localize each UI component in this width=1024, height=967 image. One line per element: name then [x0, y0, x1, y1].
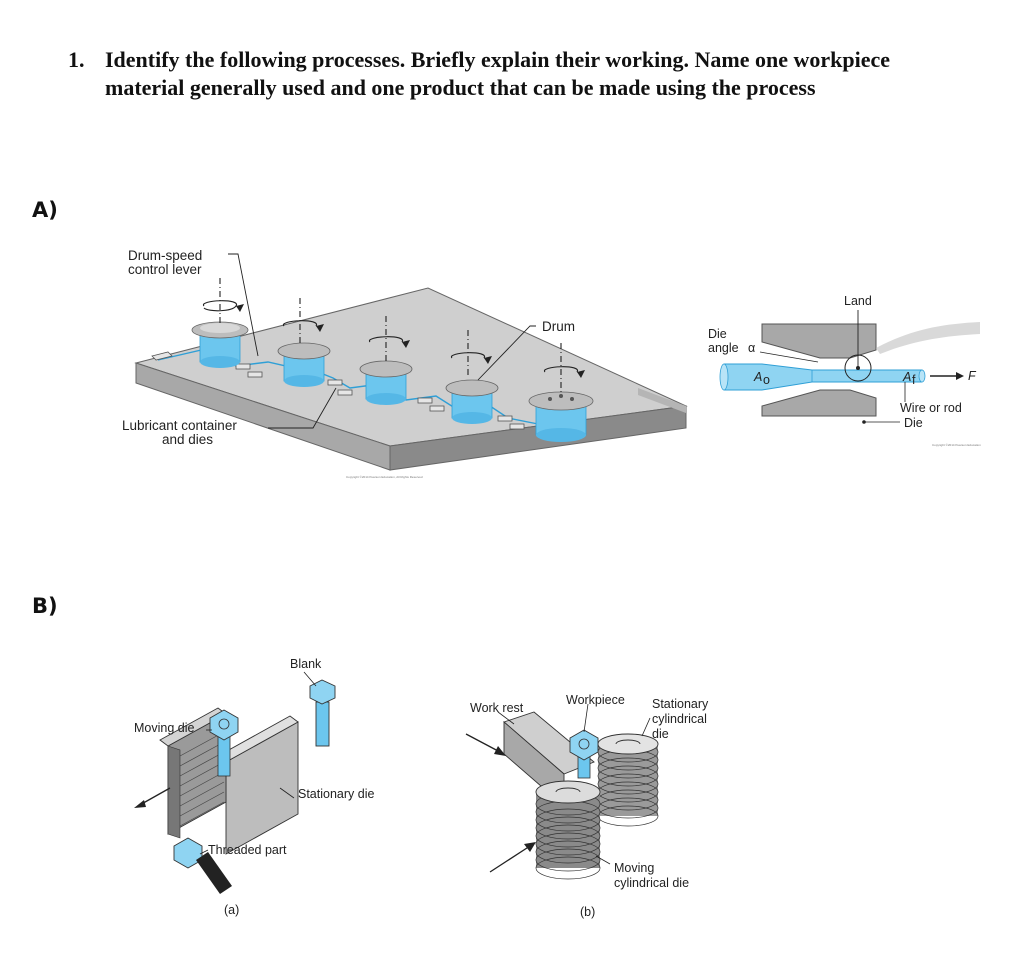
caption-b: (b) [580, 905, 595, 919]
stationary-cyl-die-label-2: cylindrical [652, 712, 707, 726]
die-angle-alpha: α [748, 341, 755, 355]
cylindrical-die-thread-rolling-figure: Work rest Workpiece Stationary cylindric… [465, 693, 709, 919]
question-text: Identify the following processes. Briefl… [105, 47, 891, 100]
moving-die-label: Moving die [134, 721, 194, 735]
af-label: A [902, 370, 911, 384]
drum-1 [191, 321, 249, 368]
lubricant-label-1: Lubricant container [122, 418, 237, 433]
section-b-label: B) [32, 594, 58, 618]
drum-3 [359, 360, 413, 405]
threaded-part-label: Threaded part [208, 843, 287, 857]
land-label: Land [844, 294, 872, 308]
stationary-cyl-die-label-3: die [652, 727, 669, 741]
copyright-die: Copyright ©2014 Pearson Education [932, 443, 981, 447]
stationary-die-label: Stationary die [298, 787, 374, 801]
wire-drawing-machine-figure: Drum-speed control lever Drum Lubricant … [122, 248, 688, 479]
question-block: 1. Identify the following processes. Bri… [68, 46, 968, 102]
drum-speed-label-2: control lever [128, 262, 202, 277]
blank-label: Blank [290, 657, 322, 671]
copyright-a: Copyright ©2014 Pearson Education, All R… [346, 475, 423, 479]
question-number: 1. [68, 47, 85, 72]
ao-sub: o [763, 373, 770, 387]
drum-label: Drum [542, 319, 575, 334]
drum-5 [528, 391, 594, 442]
lubricant-label-2: and dies [162, 432, 213, 447]
workpiece-label: Workpiece [566, 693, 625, 707]
af-sub: f [912, 373, 916, 387]
moving-cyl-die-label-2: cylindrical die [614, 876, 689, 890]
ao-label: A [753, 370, 762, 384]
drum-2 [277, 342, 331, 387]
flat-die-thread-rolling-figure: Blank Moving die Stationary die Threaded… [134, 657, 374, 917]
section-a-label: A) [32, 198, 58, 222]
moving-cyl-die-label-1: Moving [614, 861, 654, 875]
die-label: Die [904, 416, 923, 430]
die-angle-label-2: angle [708, 341, 739, 355]
work-rest-label: Work rest [470, 701, 524, 715]
drum-4 [445, 379, 499, 424]
die-angle-label-1: Die [708, 327, 727, 341]
drum-speed-label-1: Drum-speed [128, 248, 202, 263]
stationary-cyl-die-label-1: Stationary [652, 697, 709, 711]
caption-a: (a) [224, 903, 239, 917]
die-cross-section-figure: Land Die angle α A o A f F Wire or rod D… [708, 294, 981, 447]
force-label: F [968, 369, 977, 383]
wire-label: Wire or rod [900, 401, 962, 415]
